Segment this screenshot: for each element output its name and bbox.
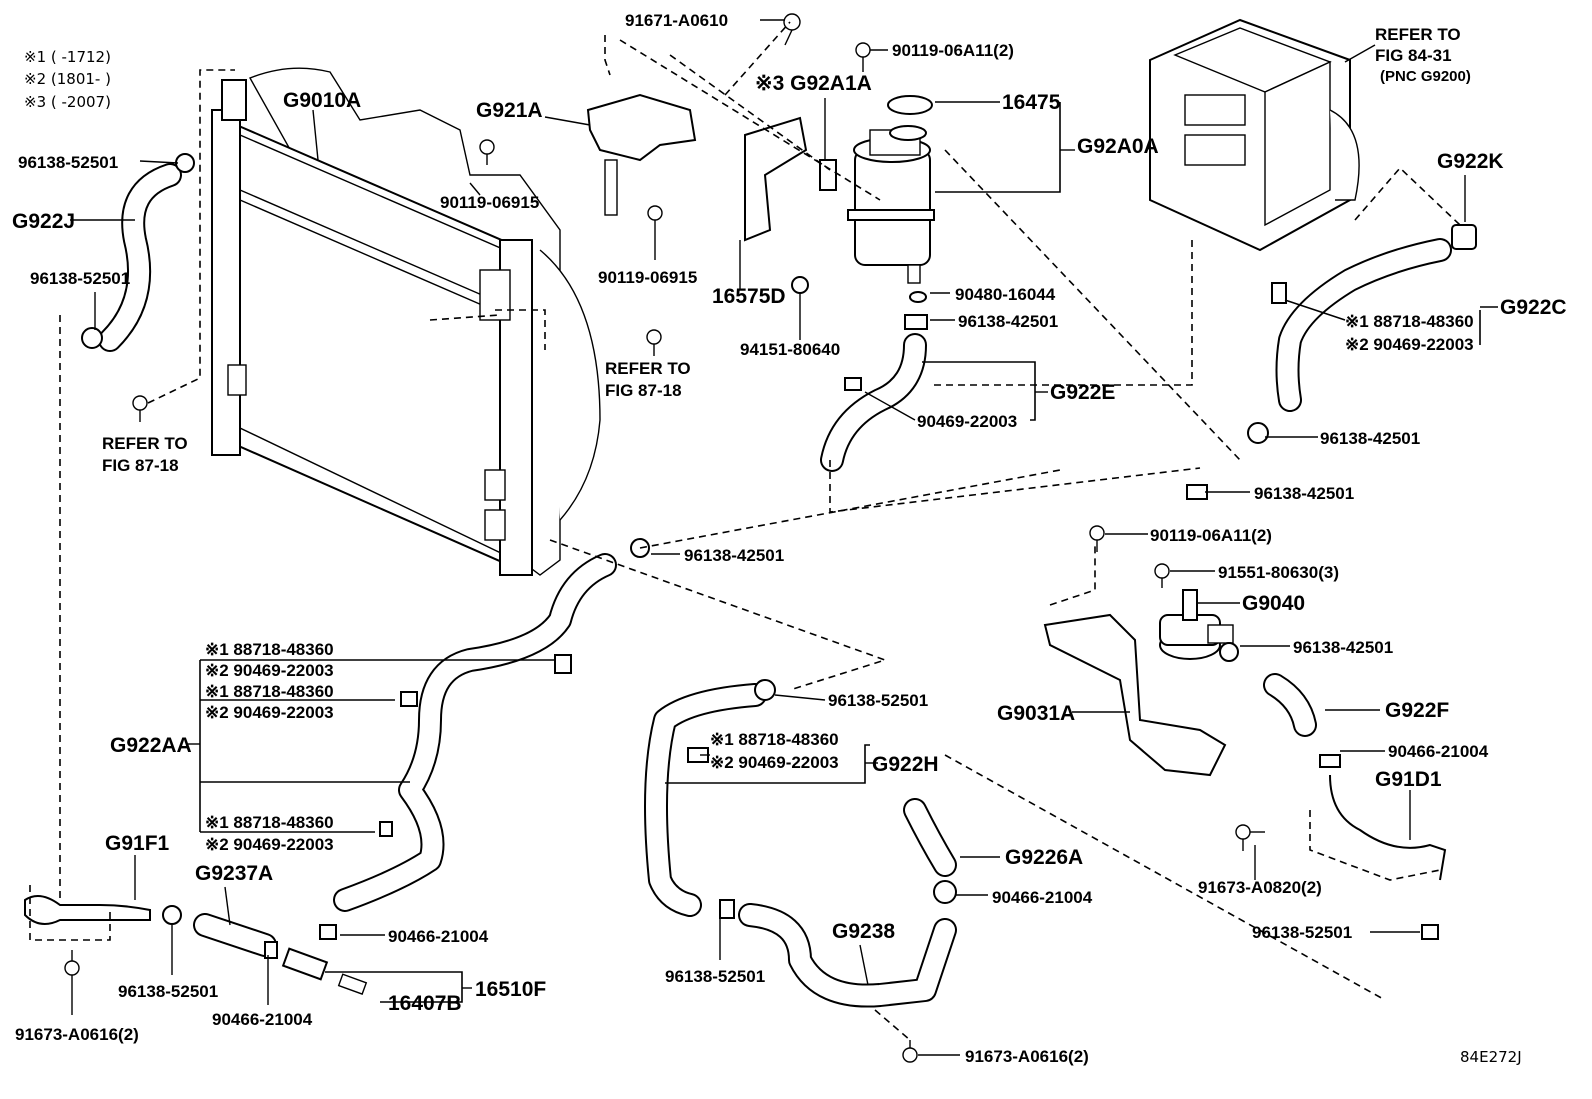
- note-1: ※1 ( -1712): [24, 48, 111, 66]
- part-91671-a0610: 91671-A0610: [625, 11, 728, 30]
- ref-84-31-line2: FIG 84-31: [1375, 46, 1452, 65]
- footnotes: ※1 ( -1712) ※2 (1801- ) ※3 ( -2007): [24, 48, 111, 111]
- label-g92a0a: G92A0A: [1077, 135, 1159, 158]
- label-g91f1: G91F1: [105, 832, 170, 855]
- inverter-assembly: [1149, 18, 1360, 252]
- part-88718-48360-c: ※1 88718-48360: [1345, 312, 1474, 331]
- part-numbers: 91671-A0610 90119-06A11(2) 96138-52501 9…: [15, 11, 1489, 1066]
- pipes-and-pump: [24, 589, 1447, 995]
- part-90469-22003-e: 90469-22003: [917, 412, 1017, 431]
- part-96138-52501-f1: 96138-52501: [118, 982, 218, 1001]
- label-g922aa: G922AA: [110, 734, 192, 757]
- label-16510f: 16510F: [475, 978, 546, 1001]
- label-g9238: G9238: [832, 920, 895, 943]
- part-90469-22003-aa2: ※2 90469-22003: [205, 703, 334, 722]
- part-90119-06a11-top: 90119-06A11(2): [892, 41, 1014, 60]
- label-16475: 16475: [1002, 91, 1061, 114]
- label-g922f: G922F: [1385, 699, 1449, 722]
- ref-84-31-line1: REFER TO: [1375, 25, 1461, 44]
- label-g9031a: G9031A: [997, 702, 1075, 725]
- part-90119-06915-a: 90119-06915: [440, 193, 539, 212]
- label-g9040: G9040: [1242, 592, 1305, 615]
- part-96138-42501-e: 96138-42501: [958, 312, 1058, 331]
- guide-lines: [29, 21, 1461, 1041]
- label-16407b: 16407B: [388, 992, 462, 1015]
- part-90469-22003-h: ※2 90469-22003: [710, 753, 839, 772]
- hoses: [98, 163, 1452, 1008]
- part-90469-22003-c: ※2 90469-22003: [1345, 335, 1474, 354]
- note-2: ※2 (1801- ): [24, 70, 111, 88]
- ref-87-18-left-line2: FIG 87-18: [102, 456, 179, 475]
- part-96138-52501-right: 96138-52501: [1252, 923, 1352, 942]
- label-16575d: 16575D: [712, 285, 786, 308]
- part-96138-42501-c: 96138-42501: [1320, 429, 1420, 448]
- ref-87-18-mid-line1: REFER TO: [605, 359, 691, 378]
- part-90119-06a11-mid: 90119-06A11(2): [1150, 526, 1272, 545]
- part-90466-21004-9237: 90466-21004: [388, 927, 489, 946]
- label-g922j: G922J: [12, 210, 75, 233]
- ref-87-18-mid-line2: FIG 87-18: [605, 381, 682, 400]
- leaders: [70, 19, 1498, 1056]
- part-90469-22003-aa3: ※2 90469-22003: [205, 835, 334, 854]
- note-3: ※3 ( -2007): [24, 93, 111, 111]
- label-g922k: G922K: [1437, 150, 1504, 173]
- part-96138-52501-h: 96138-52501: [828, 691, 928, 710]
- part-90466-21004-left: 90466-21004: [212, 1010, 313, 1029]
- label-g922c: G922C: [1500, 296, 1567, 319]
- clamps: [81, 153, 1477, 959]
- label-g92a1a: ※3 G92A1A: [755, 72, 872, 95]
- labels: G9010A G921A ※3 G92A1A G92A0A 16475 1657…: [12, 72, 1567, 1066]
- part-88718-48360-aa2: ※1 88718-48360: [205, 682, 334, 701]
- reservoir-tank: [744, 95, 935, 284]
- part-90480-16044: 90480-16044: [955, 285, 1056, 304]
- part-88718-48360-aa1: ※1 88718-48360: [205, 640, 334, 659]
- part-96138-52501-left2: 96138-52501: [30, 269, 130, 288]
- part-96138-42501-pump: 96138-42501: [1293, 638, 1393, 657]
- radiator-assembly: [211, 67, 601, 576]
- part-90466-21004-f: 90466-21004: [1388, 742, 1489, 761]
- part-96138-42501-mid: 96138-42501: [1254, 484, 1354, 503]
- ref-87-18-left-line1: REFER TO: [102, 434, 188, 453]
- label-g921a: G921A: [476, 99, 543, 122]
- part-96138-52501-9238: 96138-52501: [665, 967, 765, 986]
- part-91673-a0616-bottom: 91673-A0616(2): [965, 1047, 1089, 1066]
- label-g9237a: G9237A: [195, 862, 273, 885]
- part-96138-42501-aa: 96138-42501: [684, 546, 784, 565]
- part-88718-48360-aa3: ※1 88718-48360: [205, 813, 334, 832]
- label-g922e: G922E: [1050, 381, 1115, 404]
- label-g9010a: G9010A: [283, 89, 361, 112]
- ref-84-31-line3: (PNC G9200): [1380, 68, 1471, 85]
- label-g922h: G922H: [872, 753, 939, 776]
- bracket-g921a: [586, 93, 697, 216]
- part-90119-06915-b: 90119-06915: [598, 268, 697, 287]
- label-g91d1: G91D1: [1375, 768, 1442, 791]
- label-g9226a: G9226A: [1005, 846, 1083, 869]
- part-91551-80630: 91551-80630(3): [1218, 563, 1339, 582]
- part-96138-52501-topleft: 96138-52501: [18, 153, 118, 172]
- part-91673-a0820: 91673-A0820(2): [1198, 878, 1322, 897]
- part-90469-22003-aa1: ※2 90469-22003: [205, 661, 334, 680]
- figure-code: 84E272J: [1460, 1048, 1522, 1066]
- part-94151-80640: 94151-80640: [740, 340, 840, 359]
- references: REFER TO FIG 84-31 (PNC G9200) REFER TO …: [102, 25, 1471, 475]
- bolts: [64, 13, 1251, 1063]
- part-91673-a0616-left: 91673-A0616(2): [15, 1025, 139, 1044]
- part-88718-48360-h: ※1 88718-48360: [710, 730, 839, 749]
- part-90466-21004-9226: 90466-21004: [992, 888, 1093, 907]
